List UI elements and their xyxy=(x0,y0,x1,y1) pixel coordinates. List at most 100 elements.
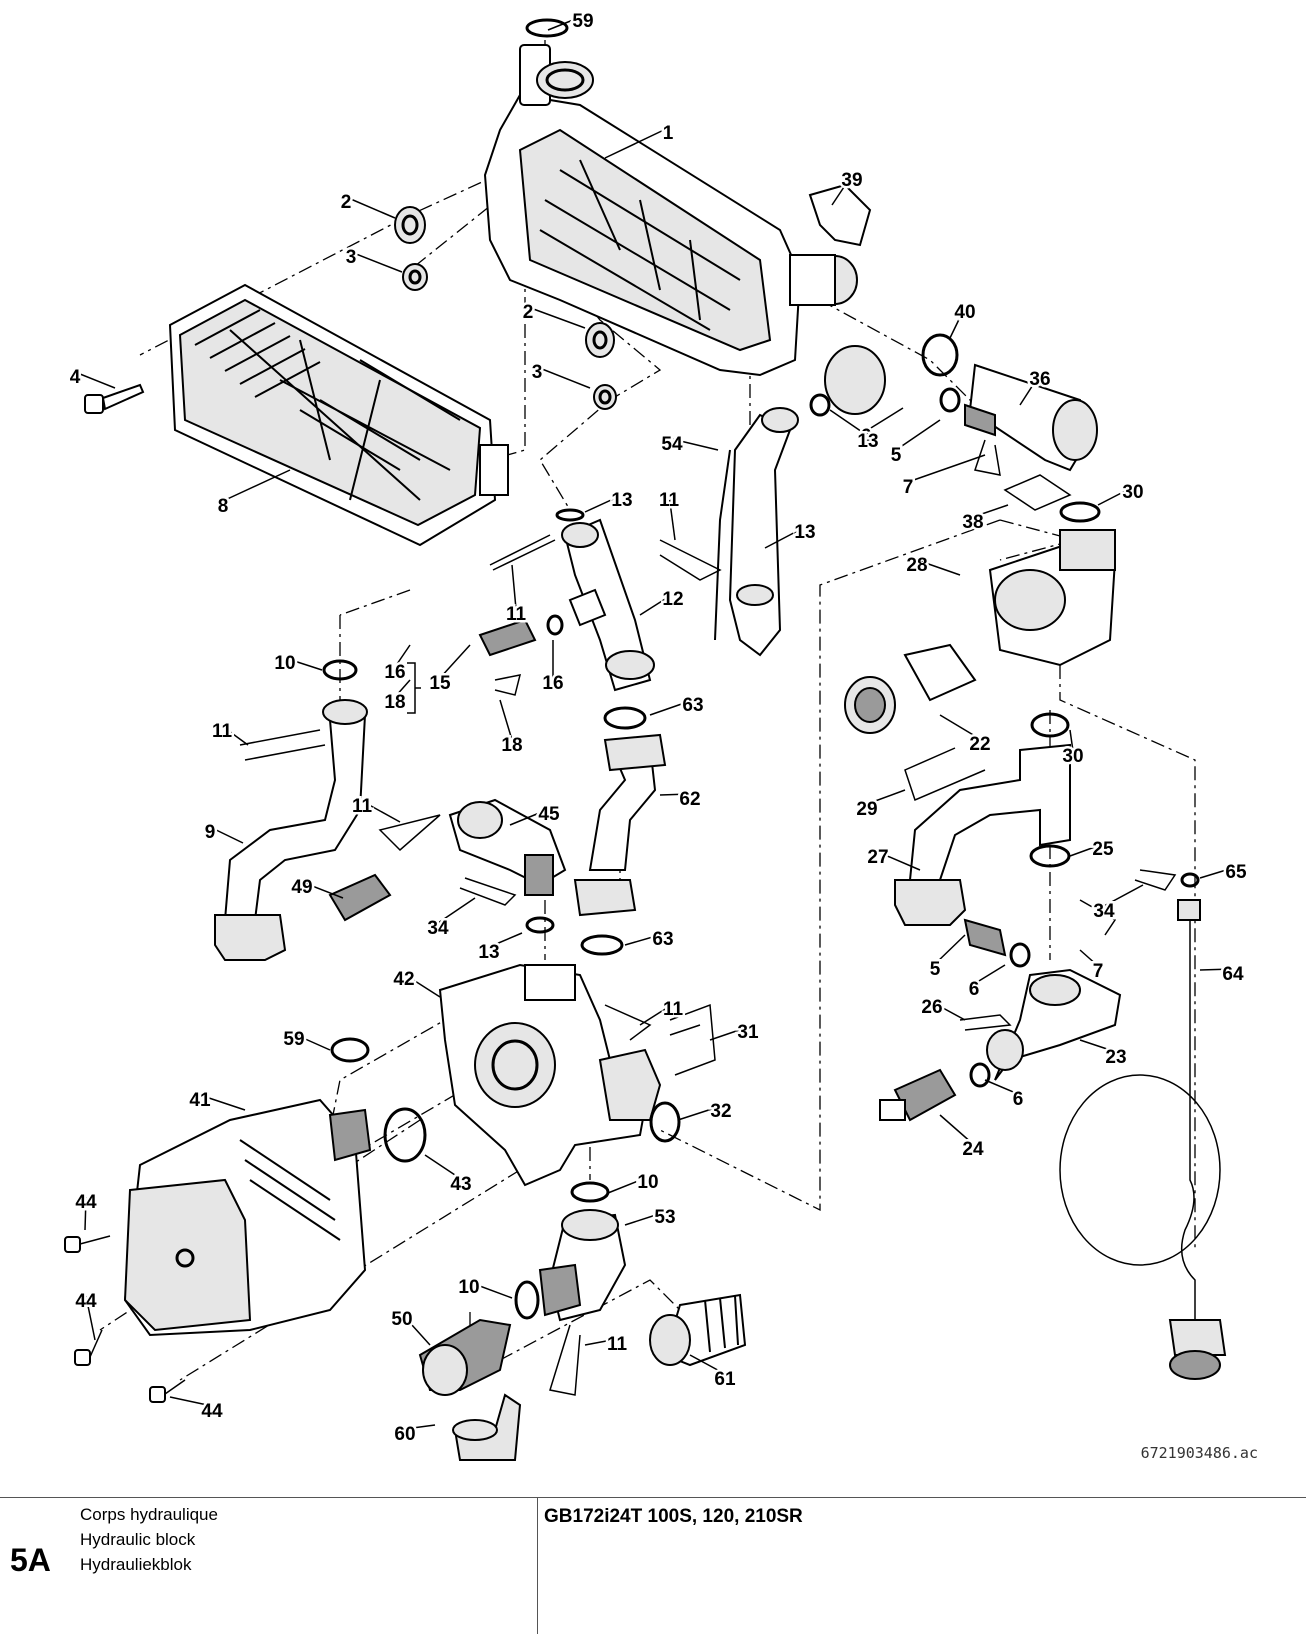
callout-11: 11 xyxy=(663,999,684,1020)
callout-15: 15 xyxy=(429,673,451,694)
callout-63: 63 xyxy=(652,929,673,950)
callout-leader-62 xyxy=(659,793,691,796)
callout-30: 30 xyxy=(1062,746,1083,767)
callout-leader-7 xyxy=(907,454,986,483)
part-4-screw xyxy=(84,383,145,414)
callout-42: 42 xyxy=(393,969,414,990)
callout-13: 13 xyxy=(478,942,499,963)
callout-65: 65 xyxy=(1225,862,1247,883)
callout-leader-13 xyxy=(829,409,869,437)
callout-34: 34 xyxy=(1093,901,1115,922)
callout-leader-30 xyxy=(1097,486,1134,506)
part-63-seal-upper xyxy=(603,706,647,730)
callout-leader-31 xyxy=(709,1026,749,1041)
callout-39: 39 xyxy=(841,170,862,191)
orings-13 xyxy=(525,393,831,934)
parts-15-16-18 xyxy=(478,614,564,696)
title-dutch: Hydrauliekblok xyxy=(80,1555,192,1574)
parts-5-6-7-lower xyxy=(963,899,1117,1088)
callout-6: 6 xyxy=(969,979,980,1000)
part-1-hydraulic-frame xyxy=(483,44,858,377)
part-22-valve-motor xyxy=(844,643,977,734)
part-43-oring xyxy=(383,1107,427,1163)
callout-leaders xyxy=(74,15,1237,1430)
callout-11: 11 xyxy=(659,490,680,511)
callout-11: 11 xyxy=(506,604,527,625)
callout-leader-64 xyxy=(1199,968,1234,971)
callout-leader-2 xyxy=(345,196,396,219)
callout-36: 36 xyxy=(1029,369,1050,390)
part-38-clip xyxy=(1003,474,1072,511)
callout-leader-13 xyxy=(488,932,523,948)
callout-leader-5 xyxy=(895,419,941,451)
callout-leader-11 xyxy=(511,564,517,610)
part-29-clip xyxy=(904,747,986,802)
callout-leader-7 xyxy=(1079,949,1099,967)
callout-leader-60 xyxy=(404,1424,436,1430)
callout-leader-30 xyxy=(1069,729,1074,752)
callout-53: 53 xyxy=(654,1207,675,1228)
part-10-oring-block xyxy=(570,1181,610,1203)
callout-leader-59 xyxy=(293,1033,331,1051)
callout-63: 63 xyxy=(682,695,703,716)
callout-leader-39 xyxy=(831,174,853,206)
part-32-oring xyxy=(649,1101,681,1143)
callout-10: 10 xyxy=(274,653,295,674)
callout-13: 13 xyxy=(794,522,815,543)
callout-labels: 5913923234036465135478131138301328111210… xyxy=(67,9,1249,1448)
callout-leader-10 xyxy=(284,657,323,671)
callout-16: 16 xyxy=(542,673,563,694)
callout-leader-63 xyxy=(649,699,694,716)
callout-leader-16 xyxy=(394,644,411,668)
callout-leader-11 xyxy=(639,1003,674,1026)
part-62-pipe xyxy=(573,733,667,917)
part-24-sensor xyxy=(879,1068,957,1122)
footer-title-block: 5A Corps hydraulique Hydraulic block Hyd… xyxy=(0,1497,1306,1634)
callout-18: 18 xyxy=(501,735,522,756)
callout-11: 11 xyxy=(212,721,233,742)
callout-28: 28 xyxy=(906,555,927,576)
callout-1: 1 xyxy=(663,123,674,144)
callout-leader-63 xyxy=(624,933,664,946)
part-28-three-way-valve xyxy=(988,529,1117,667)
part-54-u-pipe xyxy=(714,407,799,657)
callout-10: 10 xyxy=(458,1277,479,1298)
callout-41: 41 xyxy=(189,1090,211,1111)
callout-leader-32 xyxy=(677,1105,722,1121)
part-60-elbow xyxy=(452,1393,522,1461)
callout-18: 18 xyxy=(384,692,405,713)
clips-11-upper xyxy=(489,534,722,581)
callout-leader-5 xyxy=(934,934,966,965)
callout-leader-18 xyxy=(394,679,411,698)
callout-leader-44 xyxy=(169,1396,213,1407)
callout-2: 2 xyxy=(523,302,534,323)
callout-54: 54 xyxy=(661,434,683,455)
callout-leader-11 xyxy=(668,494,676,541)
callout-leader-6 xyxy=(865,407,904,432)
part-8-heat-exchanger xyxy=(168,283,509,547)
part-36-pipe xyxy=(968,363,1098,472)
callout-13: 13 xyxy=(611,490,632,511)
callout-45: 45 xyxy=(538,804,560,825)
callout-leader-45 xyxy=(509,808,550,826)
callout-leader-8 xyxy=(222,469,291,502)
callout-43: 43 xyxy=(450,1174,471,1195)
callout-leader-3 xyxy=(350,251,403,273)
callout-62: 62 xyxy=(679,789,700,810)
callout-leader-11 xyxy=(361,800,401,823)
callout-leader-11 xyxy=(584,1338,618,1346)
callout-6: 6 xyxy=(861,426,872,447)
part-11-clip-left xyxy=(239,729,326,761)
part-23-pipe xyxy=(986,968,1122,1081)
part-11-clip-mid xyxy=(378,814,441,852)
callout-leader-10 xyxy=(468,1281,513,1299)
callout-29: 29 xyxy=(856,799,877,820)
callout-leader-50 xyxy=(401,1313,431,1346)
part-11-clip-lower xyxy=(549,1324,581,1396)
callout-leader-10 xyxy=(607,1176,649,1194)
callout-leader-44 xyxy=(84,1196,87,1231)
part-34-clip-left xyxy=(459,877,517,906)
callout-leader-13 xyxy=(764,526,806,549)
part-10-oring-upper xyxy=(322,659,358,681)
callout-11: 11 xyxy=(352,796,373,817)
